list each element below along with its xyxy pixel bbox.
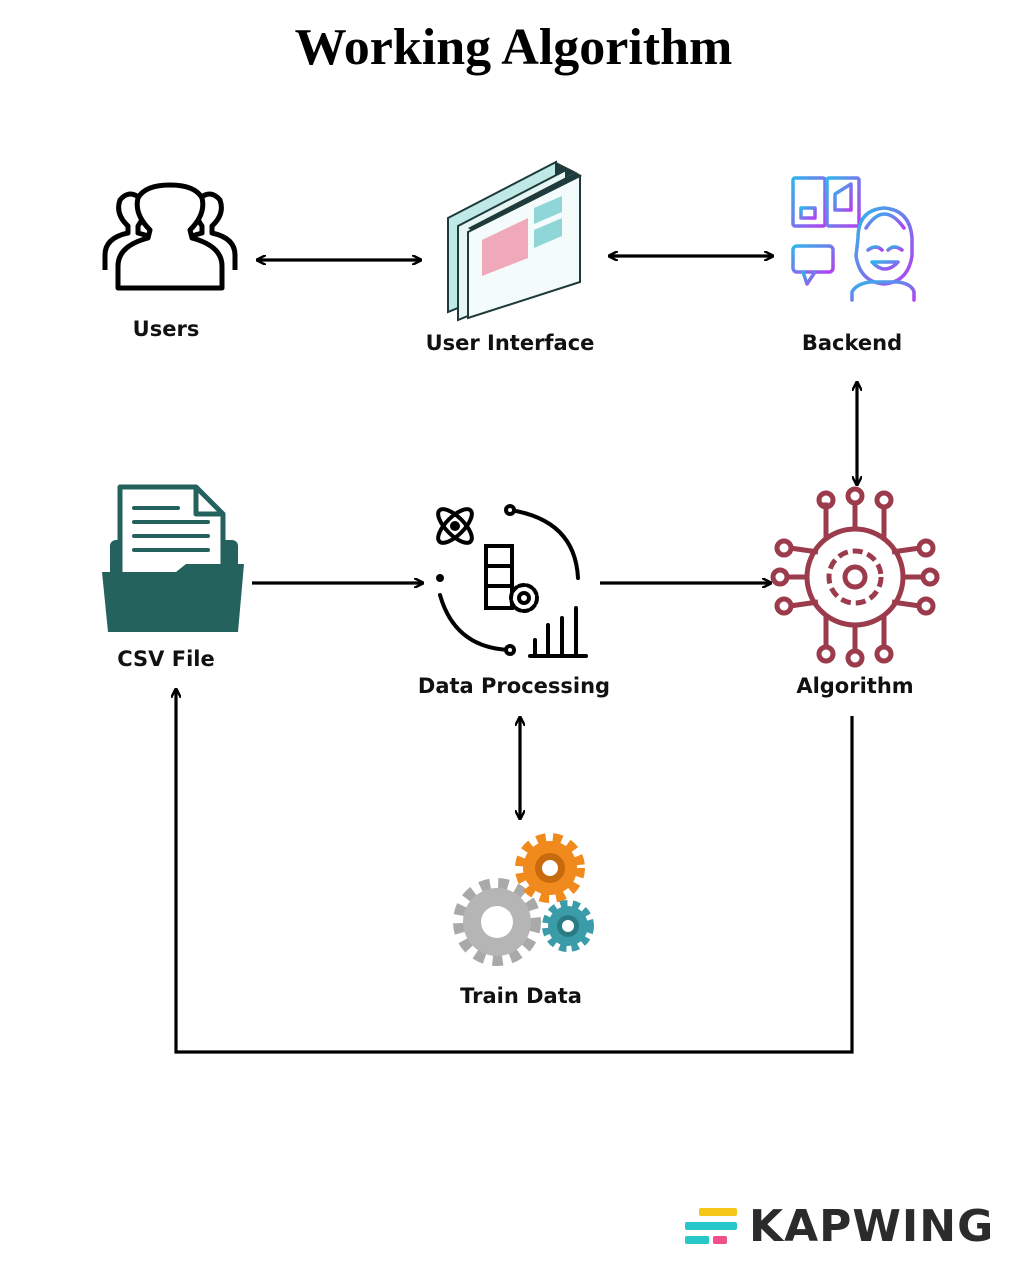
gears-icon [453,833,594,966]
ai-robot-head-icon [791,176,916,302]
browser-windows-icon [447,160,582,322]
node-label-train-data: Train Data [460,984,582,1008]
connectors [176,256,857,1054]
node-label-backend: Backend [801,331,903,355]
brand-name: KAPWING [749,1200,995,1252]
data-processing-icon [436,504,588,658]
folder-document-icon [102,484,244,632]
kapwing-logo-icon [685,1208,737,1244]
node-label-data-processing: Data Processing [417,674,611,698]
users-icon [102,182,238,291]
node-label-user-interface: User Interface [425,331,595,355]
node-label-users: Users [132,317,200,341]
page-title: Working Algorithm [294,19,733,76]
node-label-csv-file: CSV File [117,647,215,671]
network-gear-icon [770,486,940,668]
arrow-algorithm-csv-loop [176,690,854,1054]
brand-watermark: KAPWING [685,1200,994,1252]
node-label-algorithm: Algorithm [796,674,914,698]
